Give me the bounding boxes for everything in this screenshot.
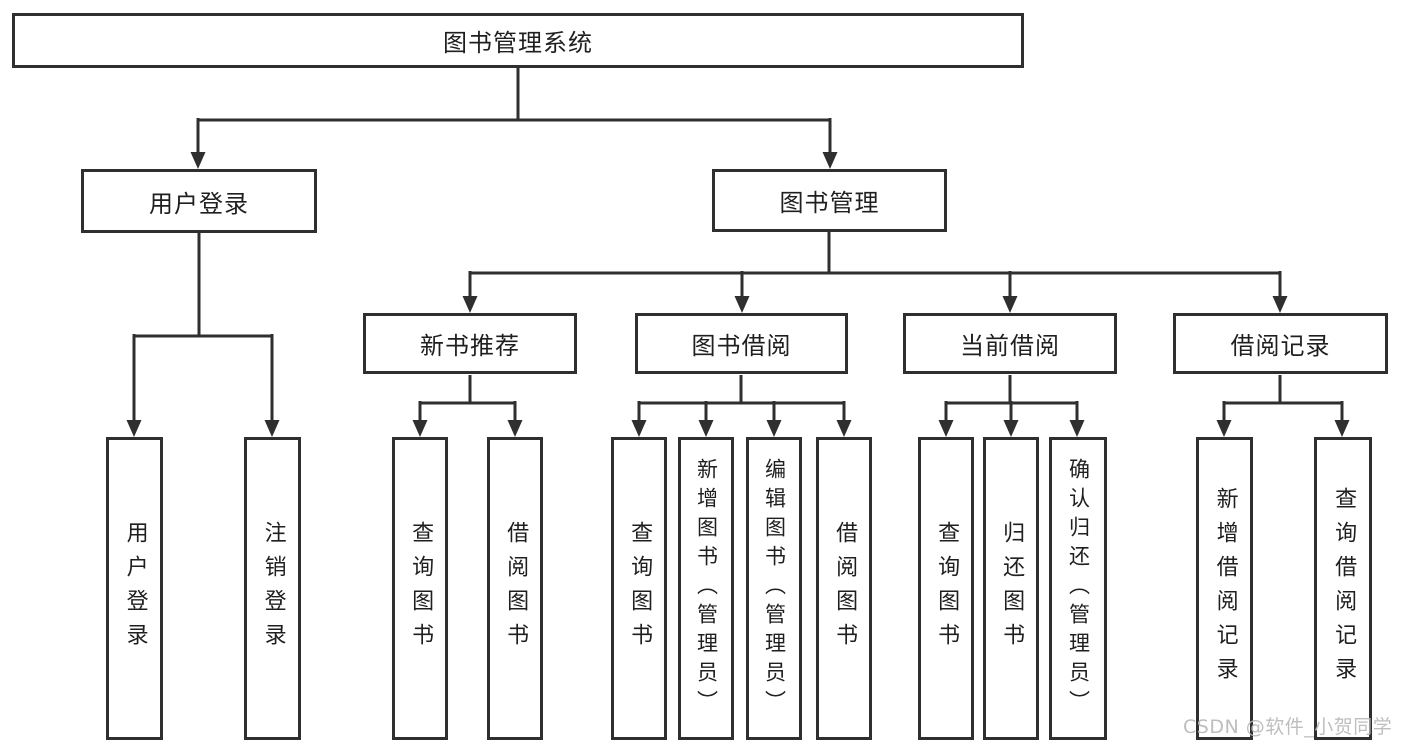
node-label: 用户登录 bbox=[149, 189, 249, 218]
new-book-branch-line bbox=[418, 375, 517, 421]
node-label: 查询图书 bbox=[934, 520, 960, 657]
node-label: 确认归还（管理员） bbox=[1066, 458, 1091, 719]
node-return-books: 归还图书 bbox=[983, 437, 1039, 740]
node-logout: 注销登录 bbox=[244, 437, 301, 740]
node-search-books-1: 查询图书 bbox=[392, 437, 448, 740]
node-add-borrow-record: 新增借阅记录 bbox=[1196, 437, 1253, 740]
node-user-login: 用户登录 bbox=[81, 169, 317, 233]
node-book-borrowing: 图书借阅 bbox=[635, 313, 848, 374]
node-label: 查询图书 bbox=[627, 520, 653, 657]
node-borrow-books-1: 借阅图书 bbox=[487, 437, 543, 740]
user-login-branch-line bbox=[132, 232, 274, 421]
borrow-record-branch-line bbox=[1222, 375, 1344, 421]
node-label: 借阅图书 bbox=[832, 520, 858, 657]
node-search-books-2: 查询图书 bbox=[611, 437, 667, 740]
node-borrowing-record: 借阅记录 bbox=[1173, 313, 1388, 374]
node-user-login-leaf: 用户登录 bbox=[106, 437, 163, 740]
node-search-books-3: 查询图书 bbox=[918, 437, 974, 740]
book-mgmt-branch-line bbox=[468, 232, 1282, 298]
node-confirm-return-admin: 确认归还（管理员） bbox=[1049, 437, 1107, 740]
node-add-books-admin: 新增图书（管理员） bbox=[678, 437, 734, 740]
node-label: 用户登录 bbox=[122, 520, 148, 657]
node-label: 查询借阅记录 bbox=[1331, 486, 1357, 691]
node-label: 新增图书（管理员） bbox=[694, 458, 719, 719]
node-label: 图书管理 bbox=[779, 189, 880, 217]
csdn-watermark: CSDN @软件_小贺同学 bbox=[1183, 716, 1393, 738]
node-book-management: 图书管理 bbox=[712, 169, 947, 232]
node-label: 查询图书 bbox=[408, 520, 434, 657]
node-library-management-system: 图书管理系统 bbox=[12, 13, 1024, 68]
arrowheads bbox=[126, 152, 1350, 437]
node-label: 新书推荐 bbox=[420, 332, 520, 360]
node-label: 当前借阅 bbox=[960, 332, 1060, 360]
node-label: 借阅记录 bbox=[1230, 332, 1331, 360]
node-label: 注销登录 bbox=[260, 520, 286, 657]
current-borrow-branch-line bbox=[944, 375, 1079, 421]
node-label: 新增借阅记录 bbox=[1212, 486, 1238, 691]
book-borrow-branch-line bbox=[637, 375, 846, 421]
node-new-book-recommend: 新书推荐 bbox=[363, 313, 577, 374]
node-edit-books-admin: 编辑图书（管理员） bbox=[746, 437, 802, 740]
node-query-borrow-record: 查询借阅记录 bbox=[1314, 437, 1372, 740]
node-current-borrowing: 当前借阅 bbox=[903, 313, 1117, 374]
node-label: 图书借阅 bbox=[691, 332, 792, 360]
node-borrow-books-2: 借阅图书 bbox=[816, 437, 872, 740]
root-branch-line bbox=[196, 68, 832, 154]
node-label: 归还图书 bbox=[999, 520, 1025, 657]
node-label: 编辑图书（管理员） bbox=[762, 458, 787, 719]
node-label: 图书管理系统 bbox=[443, 29, 593, 57]
node-label: 借阅图书 bbox=[503, 520, 529, 657]
